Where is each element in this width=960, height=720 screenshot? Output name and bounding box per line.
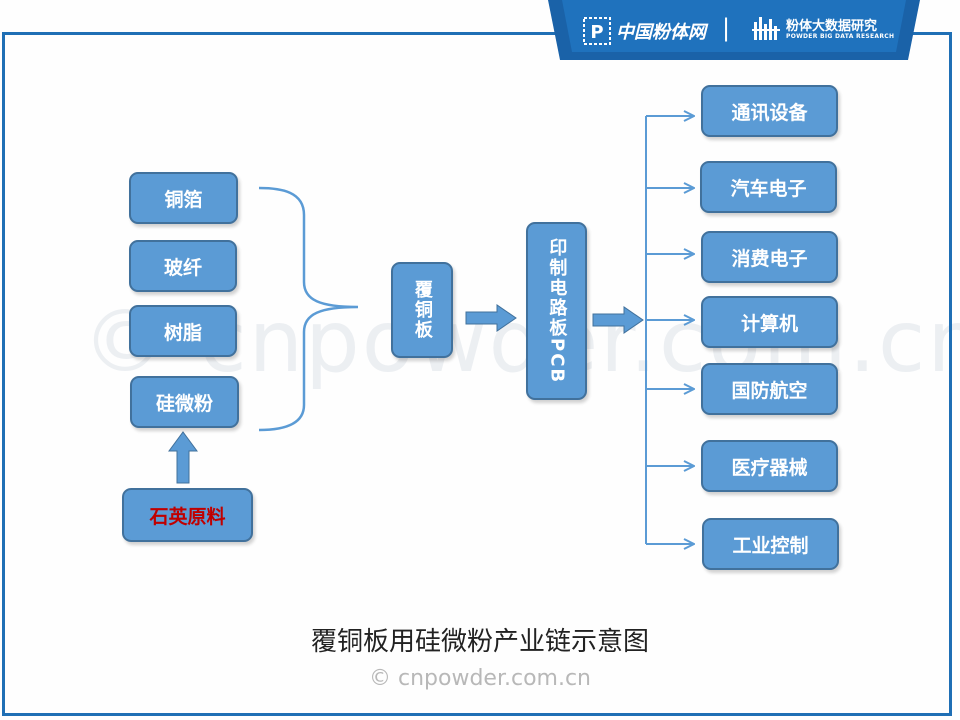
- material-glass-fiber: 玻纤: [129, 240, 237, 292]
- svg-text:P: P: [590, 22, 603, 43]
- app-computer: 计算机: [701, 296, 838, 348]
- brand-research: 粉体大数据研究: [786, 19, 878, 34]
- bar-chart-logo-icon: [752, 17, 780, 40]
- raw-material-quartz: 石英原料: [122, 488, 253, 542]
- pcb-box: 印制电路板PCB: [526, 222, 587, 400]
- material-resin: 树脂: [129, 305, 237, 357]
- arrow-ccl-to-pcb: [465, 304, 517, 332]
- cnpowder-logo-icon: P: [583, 17, 611, 45]
- header-banner: P 中国粉体网 | 粉体大数据研究 POWDER BIG DATA RESEAR…: [548, 0, 920, 60]
- app-communication-equipment: 通讯设备: [701, 85, 838, 137]
- page-frame: [2, 32, 952, 716]
- brand-separator: |: [722, 14, 731, 42]
- app-automotive-electronics: 汽车电子: [700, 161, 837, 213]
- brand-research-sub: POWDER BIG DATA RESEARCH: [786, 33, 895, 40]
- app-consumer-electronics: 消费电子: [701, 231, 838, 283]
- diagram-caption: 覆铜板用硅微粉产业链示意图: [310, 627, 649, 657]
- copper-clad-laminate-box: 覆铜板: [391, 262, 453, 358]
- copyright-footer: © cnpowder.com.cn: [369, 666, 591, 691]
- brand-cnpowder: 中国粉体网: [616, 22, 706, 43]
- banner-shape: [548, 0, 920, 60]
- app-industrial-control: 工业控制: [702, 518, 839, 570]
- app-defense-aerospace: 国防航空: [701, 363, 838, 415]
- materials-bracket: [258, 186, 359, 432]
- material-copper-foil: 铜箔: [129, 172, 238, 224]
- up-arrow: [168, 431, 198, 484]
- app-medical-devices: 医疗器械: [701, 440, 838, 492]
- material-silica-powder: 硅微粉: [130, 376, 239, 428]
- arrow-pcb-to-apps: [592, 306, 644, 334]
